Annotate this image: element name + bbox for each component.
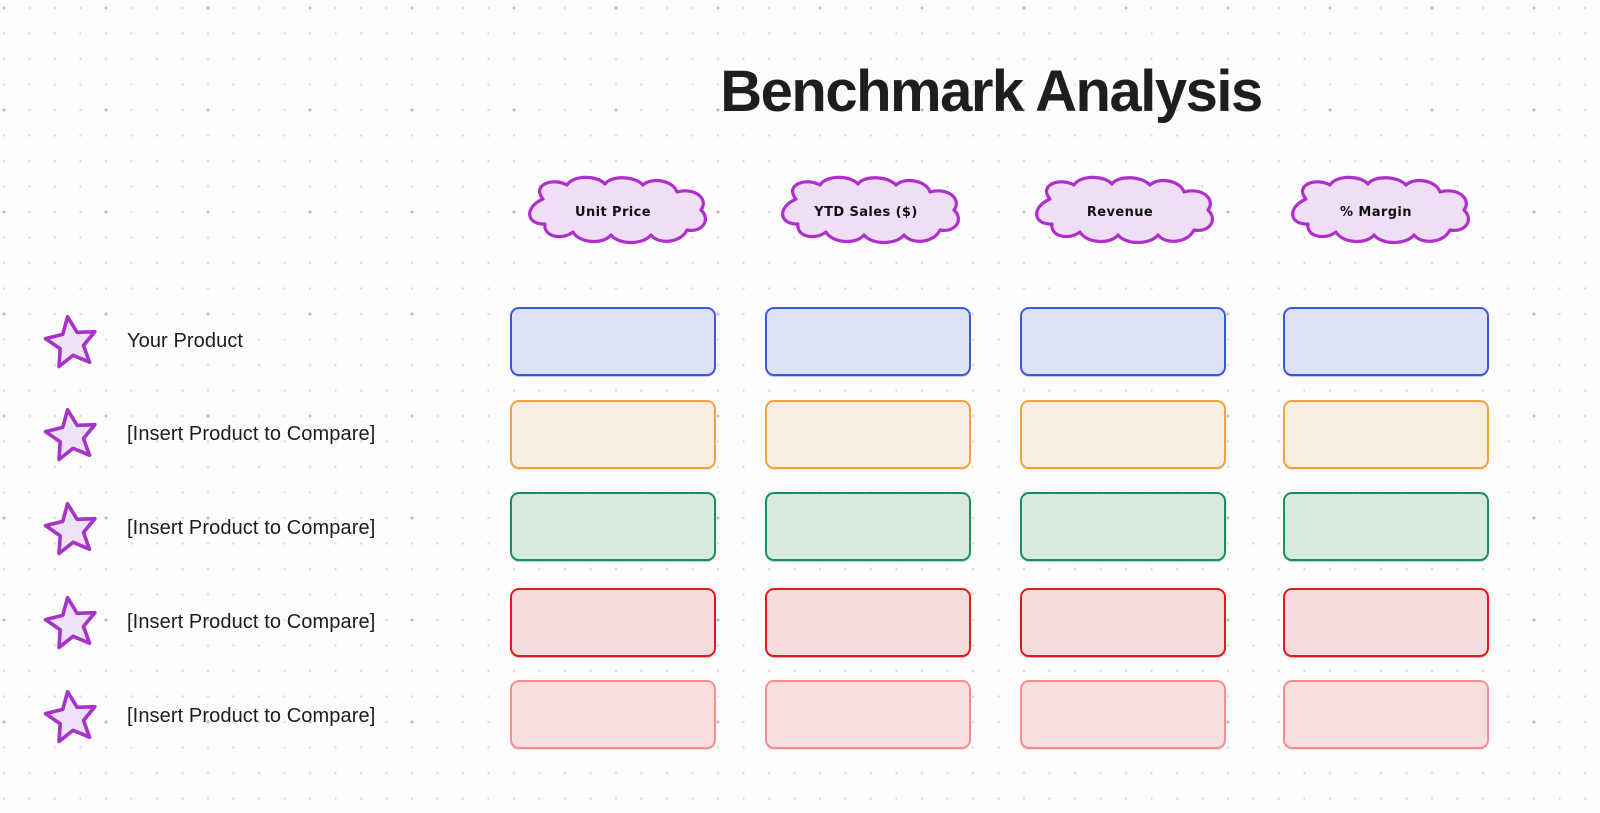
grid-cell[interactable]	[765, 307, 971, 376]
row-label[interactable]: [Insert Product to Compare]	[127, 610, 376, 633]
row-label[interactable]: Your Product	[127, 329, 244, 352]
grid-cell[interactable]	[1020, 400, 1226, 469]
row-header-compare-2: [Insert Product to Compare]	[42, 497, 375, 559]
grid-cell[interactable]	[1020, 680, 1226, 749]
page-title[interactable]: Benchmark Analysis	[720, 59, 1263, 124]
grid-cell[interactable]	[765, 680, 971, 749]
grid-cell[interactable]	[510, 588, 716, 657]
cloud-shape-icon	[1291, 175, 1470, 245]
star-icon[interactable]	[42, 499, 100, 557]
grid-cell[interactable]	[1283, 400, 1489, 469]
grid-cell[interactable]	[1020, 492, 1226, 561]
row-label[interactable]: [Insert Product to Compare]	[127, 422, 376, 445]
grid-cell[interactable]	[510, 307, 716, 376]
column-header-label: Revenue	[1086, 204, 1154, 220]
grid-cell[interactable]	[765, 400, 971, 469]
grid-cell[interactable]	[1283, 307, 1489, 376]
star-icon[interactable]	[42, 687, 100, 745]
grid-cell[interactable]	[510, 400, 716, 469]
column-header-unit-price[interactable]: Unit Price	[513, 175, 713, 247]
row-label[interactable]: [Insert Product to Compare]	[127, 516, 376, 539]
grid-cell[interactable]	[510, 492, 716, 561]
column-header-ytd-sales[interactable]: YTD Sales ($)	[766, 175, 966, 247]
row-label[interactable]: [Insert Product to Compare]	[127, 704, 376, 727]
grid-cell[interactable]	[1283, 492, 1489, 561]
grid-cell[interactable]	[765, 492, 971, 561]
grid-cell[interactable]	[1020, 588, 1226, 657]
grid-cell[interactable]	[510, 680, 716, 749]
row-header-compare-1: [Insert Product to Compare]	[42, 403, 375, 465]
cloud-shape-icon	[1035, 175, 1214, 245]
row-header-compare-4: [Insert Product to Compare]	[42, 685, 375, 747]
column-header-label: YTD Sales ($)	[814, 204, 918, 220]
star-icon[interactable]	[42, 593, 100, 651]
grid-cell[interactable]	[765, 588, 971, 657]
grid-cell[interactable]	[1020, 307, 1226, 376]
column-header-margin[interactable]: % Margin	[1276, 175, 1476, 247]
cloud-shape-icon	[528, 175, 707, 245]
grid-cell[interactable]	[1283, 588, 1489, 657]
column-header-revenue[interactable]: Revenue	[1020, 175, 1220, 247]
row-header-your-product: Your Product	[42, 310, 243, 372]
cloud-shape-icon	[781, 175, 960, 245]
grid-cell[interactable]	[1283, 680, 1489, 749]
row-header-compare-3: [Insert Product to Compare]	[42, 591, 375, 653]
star-icon[interactable]	[42, 405, 100, 463]
star-icon[interactable]	[42, 312, 100, 370]
column-header-label: % Margin	[1340, 204, 1412, 220]
column-header-label: Unit Price	[575, 204, 651, 220]
